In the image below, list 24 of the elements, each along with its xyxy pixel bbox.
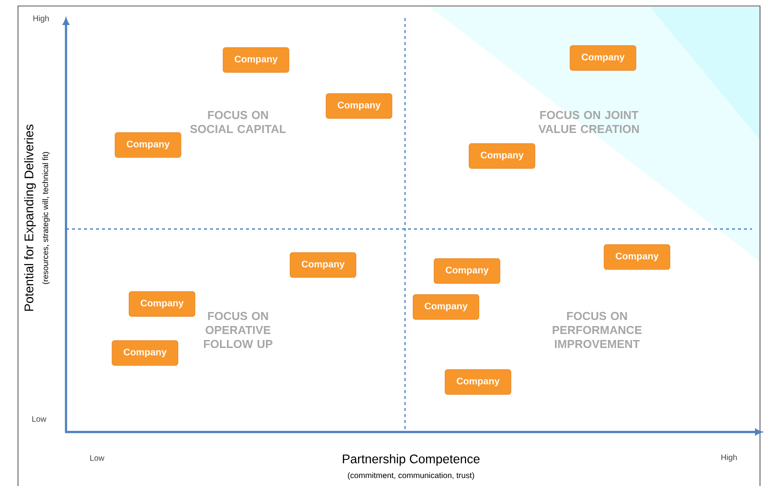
- company-box: Company: [412, 294, 480, 320]
- company-box: Company: [468, 143, 536, 169]
- company-box: Company: [114, 132, 182, 158]
- company-box: Company: [604, 244, 670, 270]
- axis-tick-label: High: [721, 454, 737, 462]
- quadrant-label: FOCUS ON JOINT VALUE CREATION: [538, 110, 639, 134]
- axis-tick-label: High: [33, 15, 49, 23]
- axis-subtitle: (commitment, communication, trust): [348, 472, 474, 480]
- quadrant-label: FOCUS ON SOCIAL CAPITAL: [190, 110, 286, 134]
- company-box: Company: [570, 45, 636, 71]
- company-box: Company: [128, 291, 196, 317]
- company-box: Company: [222, 47, 290, 73]
- company-box: Company: [326, 93, 392, 119]
- axis-tick-label: Low: [90, 455, 104, 461]
- axis-tick-label: Low: [32, 416, 46, 422]
- axis-title: Partnership Competence: [342, 454, 480, 466]
- axis-title: Potential for Expanding Deliveries: [24, 124, 36, 311]
- quadrant-label: FOCUS ON PERFORMANCE IMPROVEMENT: [552, 312, 642, 348]
- axis-subtitle: (resources, strategic will, technical fit): [42, 152, 50, 284]
- quadrant-label: FOCUS ON OPERATIVE FOLLOW UP: [204, 312, 272, 348]
- company-box: Company: [434, 258, 500, 284]
- company-box: Company: [112, 340, 178, 366]
- company-box: Company: [444, 369, 512, 395]
- company-box: Company: [290, 252, 356, 278]
